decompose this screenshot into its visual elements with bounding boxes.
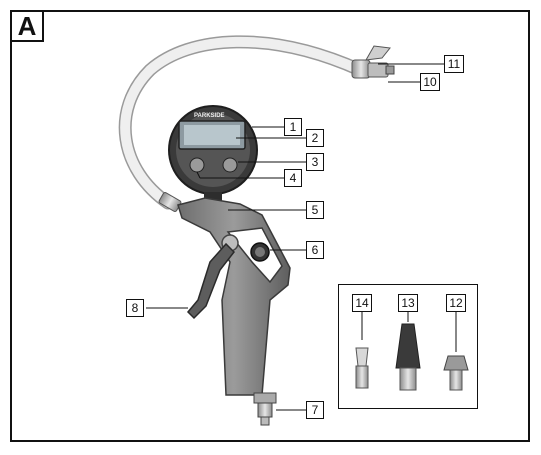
callout-4: 4: [284, 169, 302, 187]
callout-2: 2: [306, 129, 324, 147]
accessories-inset: [338, 284, 478, 409]
callout-14: 14: [352, 294, 372, 312]
brand-label: PARKSIDE: [194, 113, 225, 119]
callout-lines: [146, 63, 457, 411]
callout-7: 7: [306, 401, 324, 419]
callout-13: 13: [398, 294, 418, 312]
valve-adapter: [443, 355, 469, 391]
figure-frame: [10, 10, 530, 442]
trigger-lever: [186, 242, 235, 320]
callout-5: 5: [306, 201, 324, 219]
cone-adapter: [395, 323, 421, 391]
figure-label: A: [10, 10, 44, 42]
callout-12: 12: [446, 294, 466, 312]
quick-coupling-nozzle: [253, 392, 277, 426]
inflator-gun-body: [177, 197, 291, 396]
pressure-gauge: [168, 105, 258, 204]
ball-needle-adapter: [355, 347, 369, 389]
callout-11: 11: [444, 55, 464, 73]
callout-1: 1: [284, 118, 302, 136]
callout-3: 3: [306, 153, 324, 171]
callout-10: 10: [420, 73, 440, 91]
callout-8: 8: [126, 299, 144, 317]
callout-6: 6: [306, 241, 324, 259]
clip-on-connector: [351, 45, 395, 79]
